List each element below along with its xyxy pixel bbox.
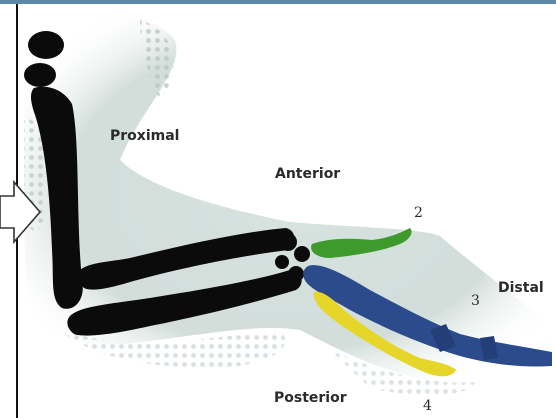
wrist-bone-3 (288, 266, 304, 282)
label-proximal: Proximal (110, 128, 179, 144)
soft-tissue-outline (24, 8, 556, 395)
wrist-bone-2 (294, 246, 310, 262)
label-posterior: Posterior (274, 390, 347, 406)
upper-bone-head (28, 31, 64, 59)
label-distal: Distal (498, 280, 544, 296)
digit-label-3: 3 (471, 293, 480, 309)
wrist-bone-1 (279, 233, 297, 251)
upper-bone-knob (24, 63, 56, 87)
wrist-bone-4 (275, 255, 289, 269)
digit-label-4: 4 (423, 398, 432, 414)
digit-label-2: 2 (414, 205, 423, 221)
label-anterior: Anterior (275, 166, 340, 182)
